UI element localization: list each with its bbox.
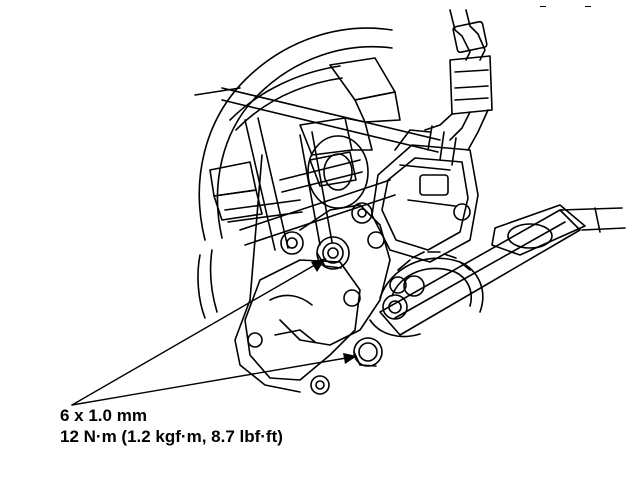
crop-mark (540, 6, 546, 7)
callout-leader-lines (71, 261, 353, 406)
motor-housing (371, 129, 479, 263)
bolt-size-text: 6 x 1.0 mm (60, 406, 147, 425)
torque-spec-label: 6 x 1.0 mm 12 N·m (1.2 kgf·m, 8.7 lbf·ft… (60, 405, 283, 447)
torque-value-text: 12 N·m (1.2 kgf·m, 8.7 lbf·ft) (60, 427, 283, 446)
fan-blades (209, 57, 401, 221)
sector-gear (369, 251, 484, 338)
upper-bolt (316, 236, 350, 270)
wiring-harness (424, 9, 493, 166)
background-wheel (197, 27, 393, 319)
crop-mark (585, 6, 591, 7)
housing-bosses (280, 202, 471, 307)
callout-arrowheads (311, 258, 357, 364)
frame-struts (194, 87, 441, 301)
linkage-arm (379, 204, 626, 336)
lower-bolt (353, 337, 383, 367)
